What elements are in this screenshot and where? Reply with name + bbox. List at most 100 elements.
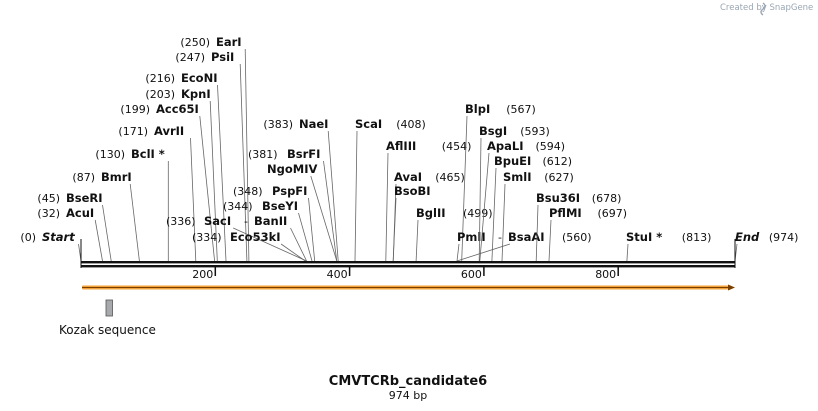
site-bsaai: BsaAI-(560) (456, 230, 592, 262)
site-position-start: (0) (20, 231, 36, 244)
site-pmli: PmlI (456, 230, 486, 262)
scale-tick-label-200: 200 (192, 268, 213, 281)
site-line-acui (94, 219, 103, 262)
site-stui: StuI * (813) (626, 230, 712, 262)
backbone-bottom-strand (81, 265, 735, 268)
site-eari: EarI(250) (180, 35, 250, 262)
site-label-pspfi: PspFI (272, 184, 307, 198)
dna-backbone (80, 239, 736, 268)
site-position-acc65i: (199) (120, 103, 150, 116)
site-bglii: BglII(499) (415, 206, 493, 262)
site-line-pflmi (548, 219, 552, 262)
site-label-bseyi: BseYI (262, 199, 298, 213)
site-line-banii (290, 227, 307, 262)
site-dash-banii: - (244, 215, 248, 228)
site-line-smli (501, 183, 506, 262)
site-acui: AcuI(32) (37, 206, 103, 262)
site-line-pspfi (308, 197, 316, 262)
site-position-avrii: (171) (118, 125, 148, 138)
site-label-apali: ApaLI (487, 139, 524, 153)
site-line-bsaai (456, 243, 511, 262)
backbone-top-strand (81, 261, 735, 264)
site-position-apali: (594) (536, 140, 566, 153)
site-line-naei (327, 130, 339, 262)
site-eco53ki: Eco53kI (334) (192, 230, 306, 262)
site-label-bmri: BmrI (101, 170, 132, 184)
snapgene-credit: Created by SnapGene (720, 3, 813, 13)
site-line-econi (217, 84, 227, 262)
site-bcli: BclI *(130) (95, 147, 169, 261)
site-position-bsu36i: (678) (592, 192, 622, 205)
site-line-acc65i (199, 115, 215, 262)
site-blpi: BlpI(567) (461, 102, 536, 262)
site-apali: ApaLI (594) (479, 139, 566, 262)
site-position-bsrfi: (381) (248, 148, 278, 161)
restriction-sites: Start(0)AcuI(32)BseRI(45)BmrI(87)BclI *(… (20, 35, 798, 262)
site-line-bsgi (478, 137, 482, 262)
site-position-blpi: (567) (506, 103, 536, 116)
site-line-bmri (129, 183, 140, 262)
site-line-bseri (102, 204, 112, 262)
site-position-bmri: (87) (72, 171, 95, 184)
site-label-acc65i: Acc65I (156, 102, 199, 116)
site-label-psii: PsiI (211, 50, 234, 64)
site-label-start: Start (42, 230, 75, 244)
site-afliii: AflIII(454) (385, 139, 472, 262)
site-position-smli: (627) (544, 171, 574, 184)
orf-arrow (82, 284, 735, 291)
site-label-bsgi: BsgI (479, 124, 507, 138)
site-position-bseri: (45) (37, 192, 60, 205)
site-avrii: AvrII(171) (118, 124, 197, 262)
site-ngomiv: NgoMIV (267, 162, 338, 262)
site-line-eco53ki (280, 243, 306, 262)
site-position-bsgi: (593) (520, 125, 550, 138)
site-label-saci: SacI (204, 214, 231, 228)
site-position-afliii: (454) (442, 140, 472, 153)
site-label-bsobi: BsoBI (394, 184, 431, 198)
site-label-avai: AvaI (394, 170, 422, 184)
site-line-eari (244, 48, 250, 262)
snapgene-logo-icon (760, 2, 766, 16)
site-end: End(974) (734, 230, 798, 262)
site-label-ngomiv: NgoMIV (267, 162, 317, 176)
site-pspfi: PspFI (348) (233, 184, 316, 262)
site-label-bsaai: BsaAI (508, 230, 545, 244)
site-bseyi: BseYI(344) (223, 199, 313, 262)
site-position-eco53ki: (334) (192, 231, 222, 244)
site-label-acui: AcuI (66, 206, 94, 220)
scale-tick-label-800: 800 (595, 268, 616, 281)
site-line-psii (239, 63, 248, 262)
site-line-bsu36i (535, 204, 539, 262)
site-line-ngomiv (310, 175, 338, 262)
site-position-psii: (247) (175, 51, 205, 64)
site-bsu36i: Bsu36I (678) (535, 191, 622, 262)
site-position-naei: (383) (263, 118, 293, 131)
site-position-pspfi: (348) (233, 185, 263, 198)
site-line-blpi (461, 115, 468, 262)
site-line-saci (233, 227, 307, 262)
site-position-pflmi: (697) (598, 207, 628, 220)
scale-tick-label-600: 600 (461, 268, 482, 281)
site-position-stui: (813) (682, 231, 712, 244)
site-bmri: BmrI (87) (72, 170, 140, 262)
site-bsobi: BsoBI (392, 184, 431, 262)
kozak-feature-box (105, 299, 113, 317)
site-label-bpuei: BpuEI (494, 154, 531, 168)
site-line-bpuei (491, 167, 497, 262)
orf-arrowhead-icon (728, 284, 735, 291)
site-label-bcli: BclI * (131, 147, 165, 161)
site-label-stui: StuI * (626, 230, 662, 244)
site-label-smli: SmlI (503, 170, 532, 184)
site-line-avrii (190, 137, 197, 262)
site-bseri: BseRI(45) (37, 191, 112, 262)
site-label-banii: BanII (254, 214, 287, 228)
site-label-eco53ki: Eco53kI (230, 230, 281, 244)
site-label-bsu36i: Bsu36I (536, 191, 580, 205)
site-bsgi: BsgI (593) (478, 124, 550, 262)
site-label-pmli: PmlI (457, 230, 486, 244)
site-dash-bsaai: - (498, 231, 502, 244)
site-line-kpni (209, 100, 218, 262)
site-line-bsrfi (323, 160, 338, 262)
